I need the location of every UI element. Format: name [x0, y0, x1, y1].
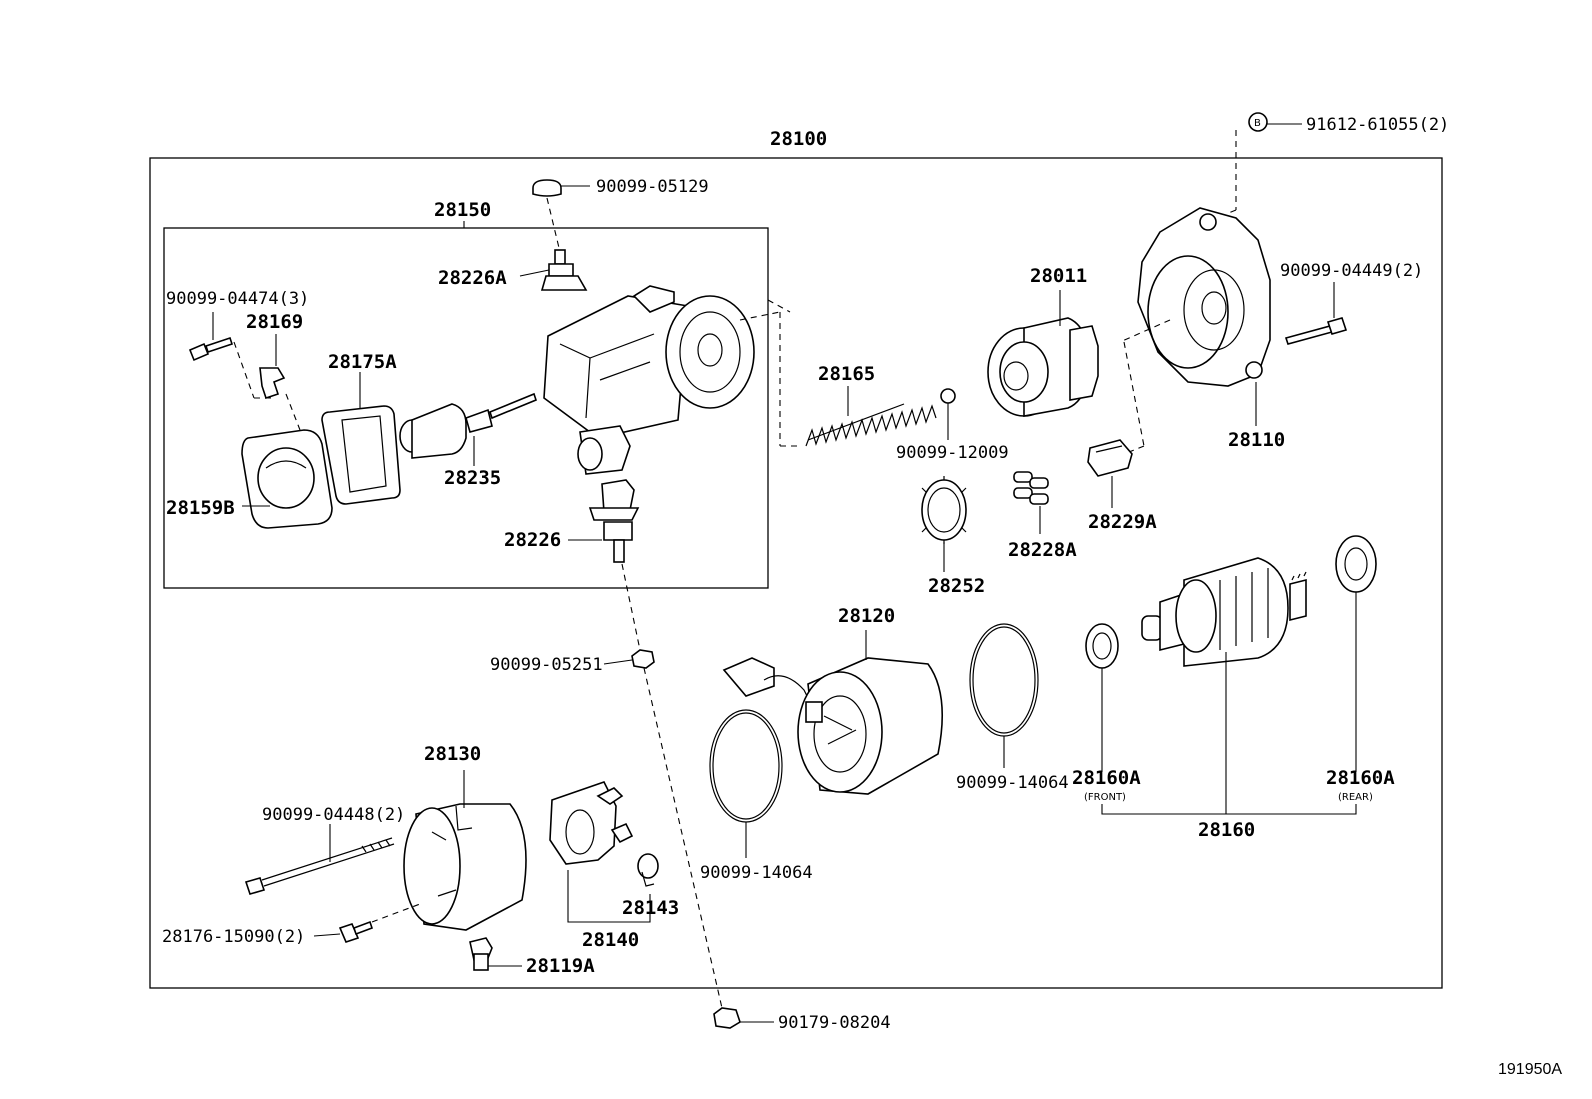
- gasket-28175A: [321, 372, 401, 505]
- assembly-frame: [149, 157, 1443, 989]
- yoke-28120: [722, 630, 943, 795]
- note-rear: (REAR): [1338, 792, 1373, 803]
- solenoid-housing: [543, 285, 755, 475]
- label-28160A-front: 28160A: [1072, 767, 1141, 789]
- housing-28110: [1137, 207, 1271, 426]
- bolt-90099-04449: [1284, 282, 1348, 345]
- bearing-28160A-front: [1085, 623, 1119, 772]
- label-90179-08204: 90179-08204: [778, 1013, 891, 1033]
- label-28252: 28252: [928, 575, 985, 597]
- plunger-28235: [399, 392, 537, 466]
- through-bolt-90099-04448: [244, 824, 395, 895]
- label-90099-04448: 90099-04448(2): [262, 805, 405, 825]
- cap-90099-05129: [532, 179, 590, 197]
- figure-id: 191950A: [1498, 1061, 1562, 1078]
- bearing-28160A-rear: [1335, 535, 1377, 772]
- label-28150: 28150: [434, 199, 491, 221]
- brush-holder-28140: [549, 781, 651, 923]
- label-28143: 28143: [622, 897, 679, 919]
- label-28160A-rear: 28160A: [1326, 767, 1395, 789]
- label-90099-04474: 90099-04474(3): [166, 289, 309, 309]
- nut-90179-08204: [713, 1007, 774, 1029]
- label-90099-14064-a: 90099-14064: [700, 863, 813, 883]
- label-91612-61055: 91612-61055(2): [1306, 115, 1449, 135]
- label-90099-04449: 90099-04449(2): [1280, 261, 1423, 281]
- insulator-28119A: [469, 937, 522, 971]
- sub-assembly-frame: [163, 227, 769, 589]
- terminal-28226A: [519, 249, 588, 291]
- armature-28160: [1141, 557, 1307, 814]
- spring-28165: [805, 386, 937, 447]
- label-28160: 28160: [1198, 819, 1255, 841]
- o-ring-90099-14064-b: [969, 623, 1039, 768]
- label-28100: 28100: [770, 128, 827, 150]
- end-frame-28130: [403, 770, 527, 931]
- screw-28176-15090: [313, 920, 374, 943]
- label-28226: 28226: [504, 529, 561, 551]
- label-28159B: 28159B: [166, 497, 235, 519]
- terminal-28226: [568, 479, 640, 563]
- retainer-28229A: [1087, 439, 1133, 508]
- label-28110: 28110: [1228, 429, 1285, 451]
- ball-90099-12009: [940, 388, 956, 440]
- label-28130: 28130: [424, 743, 481, 765]
- label-28175A: 28175A: [328, 351, 397, 373]
- rollers-28228A: [1013, 471, 1049, 534]
- bolt-90099-04474: [188, 312, 234, 362]
- nut-90099-05251: [603, 649, 655, 669]
- callout-b-text: B: [1254, 118, 1261, 129]
- note-front: (FRONT): [1084, 792, 1126, 803]
- brush-spring-28143: [637, 853, 659, 887]
- label-28119A: 28119A: [526, 955, 595, 977]
- gear-28252: [921, 476, 967, 572]
- label-28120: 28120: [838, 605, 895, 627]
- label-28011: 28011: [1030, 265, 1087, 287]
- label-90099-12009: 90099-12009: [896, 443, 1009, 463]
- o-ring-90099-14064-a: [709, 709, 783, 858]
- label-90099-05129: 90099-05129: [596, 177, 709, 197]
- label-28176-15090: 28176-15090(2): [162, 927, 305, 947]
- label-28140: 28140: [582, 929, 639, 951]
- label-28228A: 28228A: [1008, 539, 1077, 561]
- callout-b: B: [1248, 112, 1302, 132]
- label-28165: 28165: [818, 363, 875, 385]
- label-90099-05251: 90099-05251: [490, 655, 603, 675]
- clutch-28011: [987, 290, 1099, 417]
- label-28235: 28235: [444, 467, 501, 489]
- cover-28159B: [241, 429, 333, 529]
- label-28226A: 28226A: [438, 267, 507, 289]
- label-28229A: 28229A: [1088, 511, 1157, 533]
- label-90099-14064-b: 90099-14064: [956, 773, 1069, 793]
- label-28169: 28169: [246, 311, 303, 333]
- clip-28169: [259, 334, 286, 400]
